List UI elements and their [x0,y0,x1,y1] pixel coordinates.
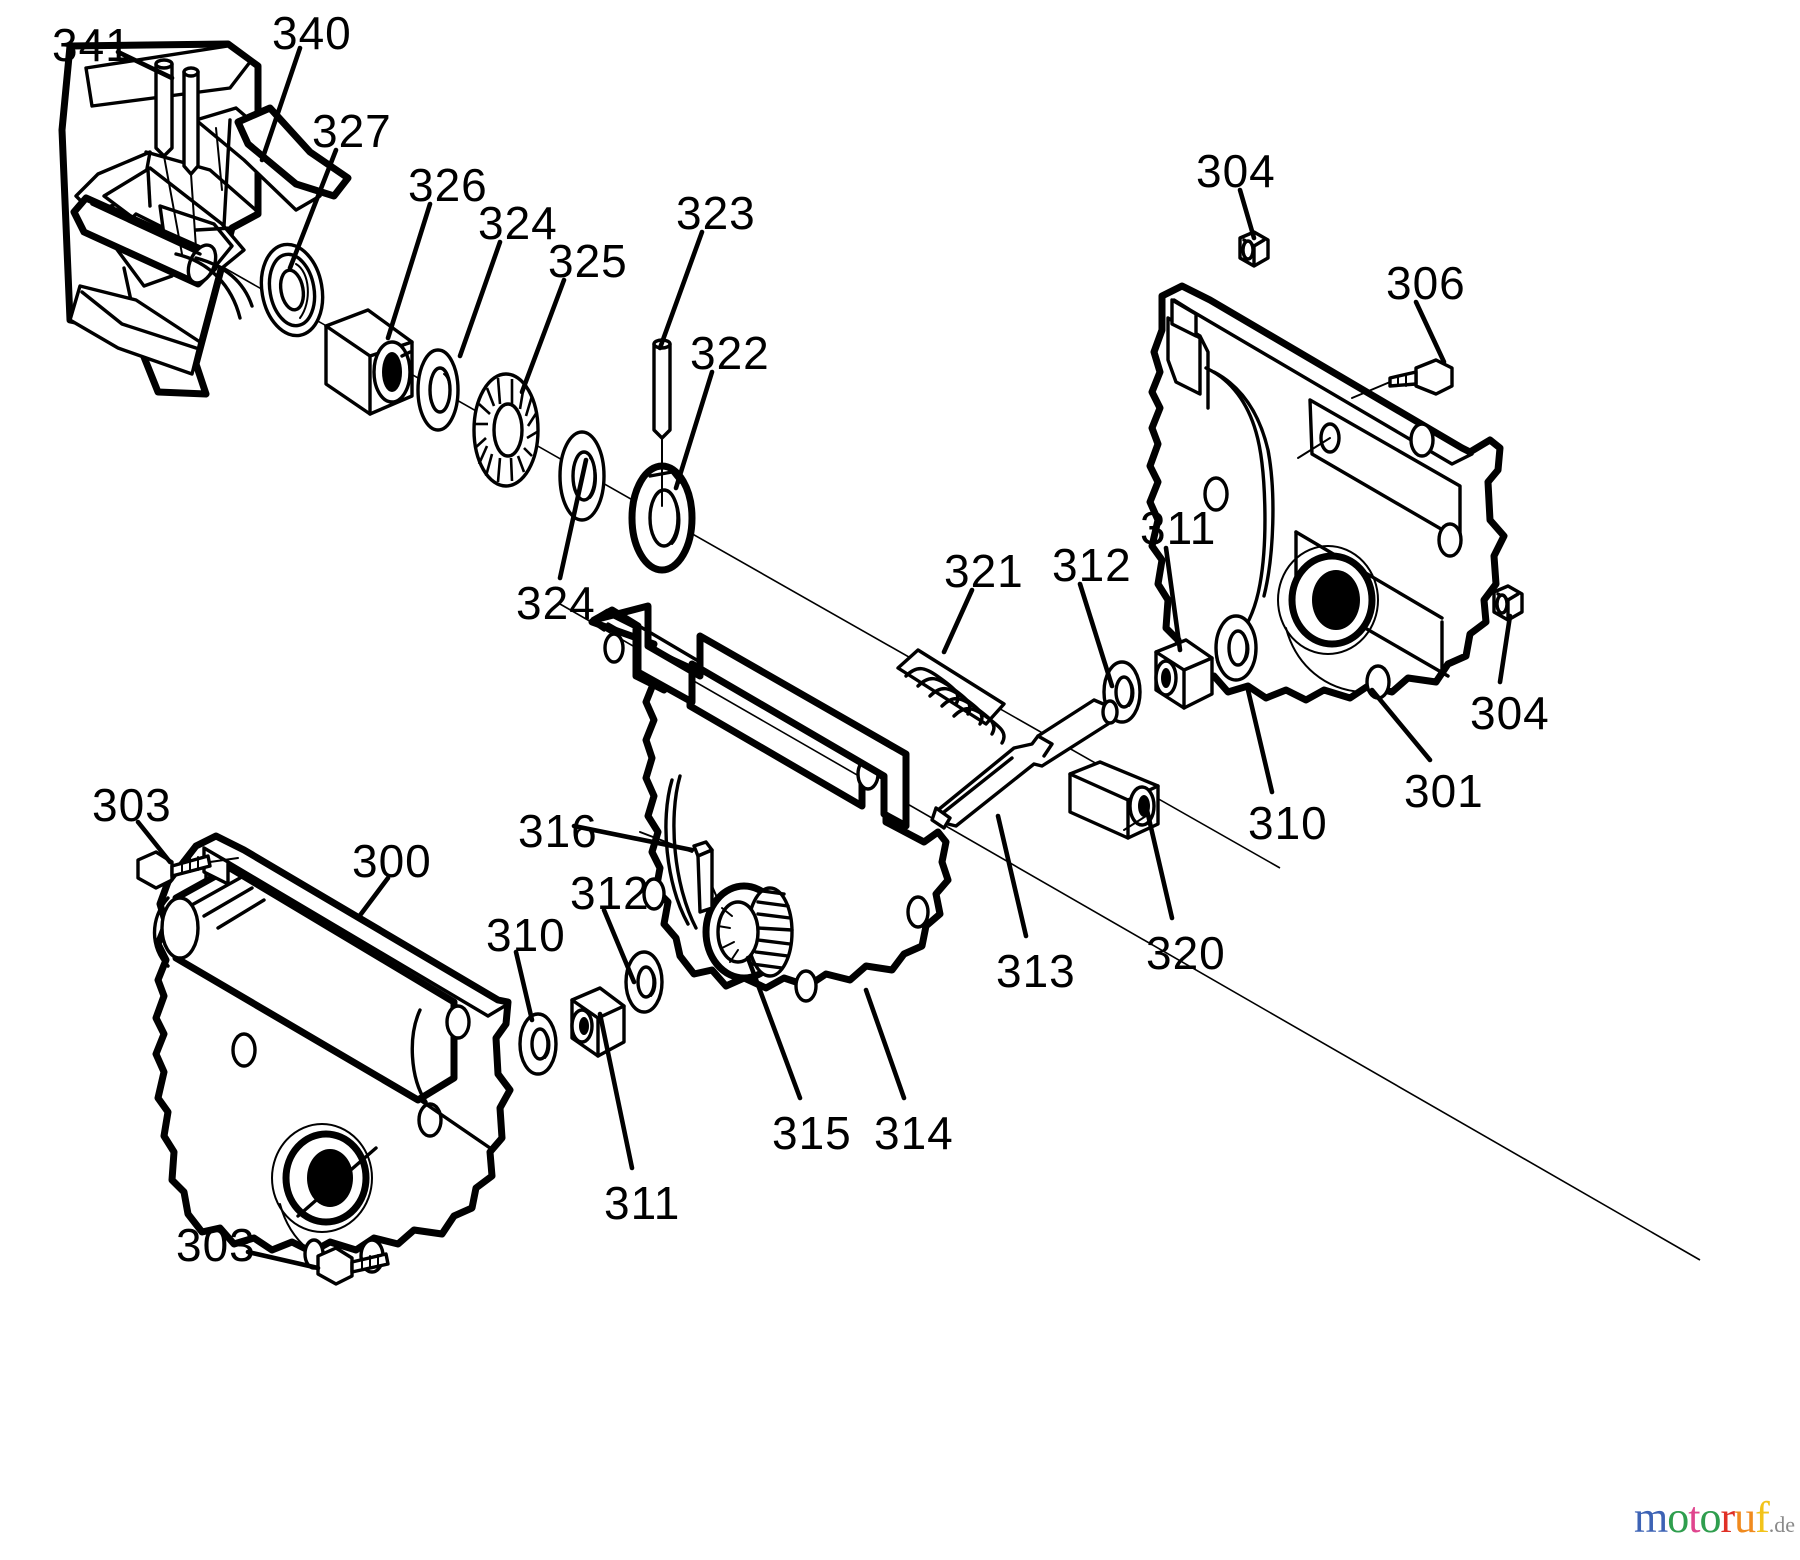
logo-letter-o1: o [1667,1493,1689,1542]
part-311-bushing-left [570,986,626,1058]
callout-313: 313 [996,945,1076,997]
part-316-key [639,831,714,914]
callout-306: 306 [1386,257,1466,309]
part-310-washer-left [518,1012,558,1076]
callout-326: 326 [408,159,488,211]
callout-312-left: 312 [570,867,650,919]
callout-303-bottom: 303 [176,1219,256,1271]
callout-310-right: 310 [1248,797,1328,849]
callout-300: 300 [352,835,432,887]
part-303-bolt-top [136,850,239,890]
logo-suffix: .de [1768,1512,1796,1537]
callout-325: 325 [548,235,628,287]
part-321-worm-shaft [896,648,1119,830]
callout-311-left: 311 [604,1177,681,1229]
callout-340: 340 [272,7,352,59]
part-315-gear [702,882,794,982]
callout-320: 320 [1146,927,1226,979]
callout-314: 314 [874,1107,954,1159]
callout-304-right: 304 [1470,687,1550,739]
callout-316: 316 [518,805,598,857]
callout-303-top: 303 [92,779,172,831]
logo-letter-m: m [1634,1493,1668,1542]
callout-341: 341 [52,19,132,71]
motoruf-watermark: motoruf.de [1634,1496,1795,1540]
logo-letter-r: r [1720,1493,1735,1542]
callout-304-top: 304 [1196,145,1276,197]
logo-letter-o2: o [1699,1493,1721,1542]
callout-327: 327 [312,105,392,157]
part-310-washer-right [1214,614,1258,682]
logo-letter-t: t [1688,1493,1700,1542]
part-306-bolt [1351,358,1454,399]
callout-321: 321 [944,545,1024,597]
part-325-lock-washer [472,372,540,488]
part-314-rear-plate [590,602,910,830]
part-303-bolt-bottom [316,1246,390,1286]
logo-letter-u: u [1734,1493,1756,1542]
part-327-seal [259,242,325,338]
callout-315: 315 [772,1107,852,1159]
part-312-washer-left [624,950,664,1014]
part-340-bracket [58,40,352,398]
callout-324-lower: 324 [516,577,596,629]
part-311-bushing-right [1154,638,1214,710]
callout-324-upper: 324 [478,197,558,249]
part-301-gearcase-right [1146,282,1508,704]
callout-301: 301 [1404,765,1484,817]
callout-310-left: 310 [486,909,566,961]
logo-letter-f: f [1755,1493,1770,1542]
callout-311-right: 311 [1140,502,1217,554]
callout-322: 322 [690,327,770,379]
callout-312-right: 312 [1052,539,1132,591]
callout-323: 323 [676,187,756,239]
part-324-washer-1 [416,348,460,432]
part-300-gearcase-left [152,832,514,1274]
